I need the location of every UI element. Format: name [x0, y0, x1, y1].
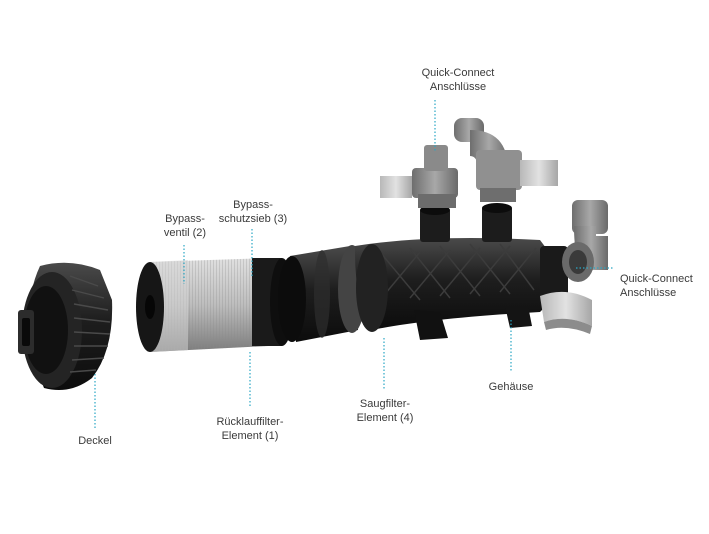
- gehaeuse-part: [354, 203, 568, 340]
- quick-connect-top-fittings: [380, 118, 558, 208]
- label-gehaeuse: Gehäuse: [478, 380, 544, 394]
- deckel-part: [18, 262, 113, 391]
- label-ruecklauffilter: Rücklauffilter- Element (1): [208, 415, 292, 443]
- label-quick-connect-top: Quick-Connect Anschlüsse: [420, 66, 496, 94]
- label-line: Quick-Connect: [620, 273, 693, 285]
- label-line: Anschlüsse: [429, 81, 487, 93]
- leader-lines: [94, 100, 614, 428]
- label-bypass-ventil: Bypass- ventil (2): [160, 212, 210, 240]
- label-line: Anschlüsse: [620, 287, 677, 299]
- label-line: Gehäuse: [488, 381, 534, 393]
- saugfilter-element: [278, 245, 366, 342]
- label-line: Quick-Connect: [421, 67, 495, 79]
- label-line: Saugfilter-: [359, 398, 411, 410]
- label-line: Bypass-: [233, 199, 273, 211]
- label-bypass-schutzsieb: Bypass- schutzsieb (3): [218, 198, 288, 226]
- label-line: Deckel: [78, 435, 112, 447]
- label-line: Element (4): [356, 412, 414, 424]
- label-line: schutzsieb (3): [218, 213, 288, 225]
- label-deckel: Deckel: [68, 434, 122, 448]
- label-line: Rücklauffilter-: [216, 416, 284, 428]
- label-saugfilter: Saugfilter- Element (4): [352, 397, 418, 425]
- label-line: Bypass-: [165, 213, 205, 225]
- label-quick-connect-right: Quick-Connect Anschlüsse: [620, 272, 700, 300]
- label-line: ventil (2): [163, 227, 207, 239]
- label-line: Element (1): [221, 430, 279, 442]
- ruecklauffilter-element: [136, 258, 294, 352]
- quick-connect-right-fittings: [540, 200, 608, 334]
